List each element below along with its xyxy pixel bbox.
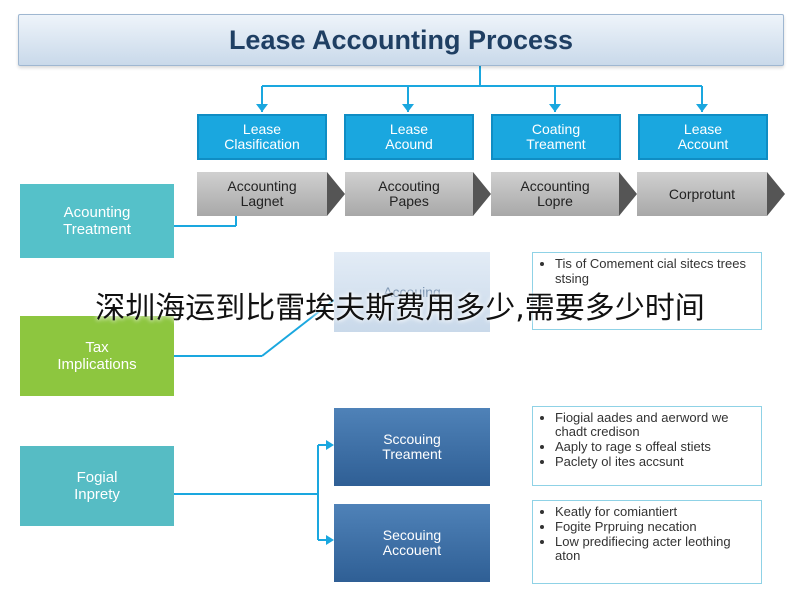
- process-step-4: Corprotunt: [637, 172, 767, 216]
- list-item: Aaply to rage s offeal stiets: [555, 440, 753, 454]
- process-step-2: Accouting Papes: [345, 172, 473, 216]
- accouing-box: Accouing: [334, 252, 490, 332]
- overlay-caption: 深圳海运到比雷埃夫斯费用多少,需要多少时间: [95, 291, 705, 326]
- process-step-1: Accounting Lagnet: [197, 172, 327, 216]
- lease-account-box: Lease Acound: [344, 114, 474, 160]
- list-item: Fogite Prpruing necation: [555, 520, 753, 534]
- accounting-treatment-box: Acounting Treatment: [20, 184, 174, 258]
- box-label: Lease Acound: [385, 121, 433, 152]
- tax-implications-box: Tax Implications: [20, 316, 174, 396]
- list-item: Keatly for comiantiert: [555, 505, 753, 519]
- sccouing-treament-box: Sccouing Treament: [334, 408, 490, 486]
- chevron-right-icon: [327, 172, 345, 216]
- step-label: Corprotunt: [668, 185, 736, 202]
- list-item: Paclety ol ites accsunt: [555, 455, 753, 469]
- coating-treatment-box: Coating Treament: [491, 114, 621, 160]
- lease-classification-box: Lease Clasification: [197, 114, 327, 160]
- list-item: Tis of Comement cial sitecs trees: [555, 257, 753, 271]
- box-label: Coating Treament: [526, 121, 586, 152]
- chevron-right-icon: [473, 172, 491, 216]
- lease-account-box-2: Lease Account: [638, 114, 768, 160]
- box-label: Lease Account: [677, 121, 729, 152]
- step-label: Accounting Lagnet: [227, 178, 297, 209]
- fogial-inprety-box: Fogial Inprety: [20, 446, 174, 526]
- list-item: stsing: [555, 271, 589, 286]
- notes-list-1: Tis of Comement cial sitecs trees stsing: [532, 252, 762, 330]
- page-title: Lease Accounting Process: [18, 14, 784, 66]
- box-label: Lease Clasification: [224, 121, 300, 152]
- list-item: Fiogial aades and aerword we chadt credi…: [555, 411, 753, 439]
- secouing-accouent-box: Secouing Accouent: [334, 504, 490, 582]
- box-label: Fogial Inprety: [74, 469, 120, 503]
- box-label: Secouing Accouent: [382, 527, 442, 558]
- step-label: Accouting Papes: [378, 178, 440, 209]
- box-label: Sccouing Treament: [382, 431, 442, 462]
- chevron-right-icon: [619, 172, 637, 216]
- notes-list-2: Fiogial aades and aerword we chadt credi…: [532, 406, 762, 486]
- process-step-3: Accounting Lopre: [491, 172, 619, 216]
- box-label: Accouing: [383, 283, 441, 300]
- step-label: Accounting Lopre: [520, 178, 590, 209]
- notes-list-3: Keatly for comiantiert Fogite Prpruing n…: [532, 500, 762, 584]
- list-item: Low predifiecing acter leothing aton: [555, 535, 753, 563]
- chevron-right-icon: [767, 172, 785, 216]
- box-label: Tax Implications: [57, 339, 137, 373]
- box-label: Acounting Treatment: [63, 204, 131, 238]
